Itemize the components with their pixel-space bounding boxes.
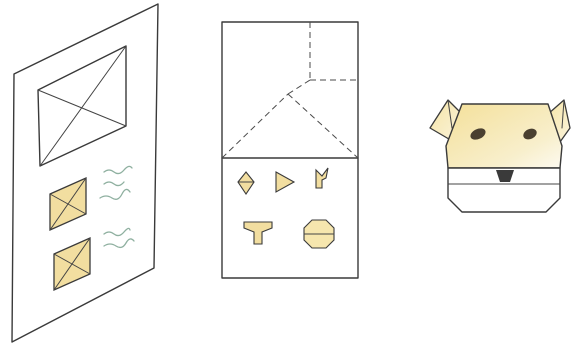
bear-head — [446, 104, 562, 168]
folded-shape-figure — [316, 168, 328, 188]
origami-bear-face-icon — [430, 100, 570, 212]
small-image-placeholder-1 — [50, 178, 86, 230]
fold-lines — [222, 22, 358, 158]
instruction-sheet-icon — [12, 4, 158, 342]
folded-shape-triangle — [276, 172, 294, 192]
folded-paper-diagram-icon — [222, 22, 358, 278]
folded-shape-diamond — [238, 172, 254, 194]
folded-shape-tee — [244, 222, 272, 244]
folded-shape-octagon — [304, 220, 334, 248]
text-scribbles — [100, 166, 134, 247]
small-image-placeholder-2 — [54, 238, 90, 290]
sheet-outline — [12, 4, 158, 342]
diagram-sheet-outline — [222, 22, 358, 278]
large-image-placeholder — [38, 46, 126, 166]
